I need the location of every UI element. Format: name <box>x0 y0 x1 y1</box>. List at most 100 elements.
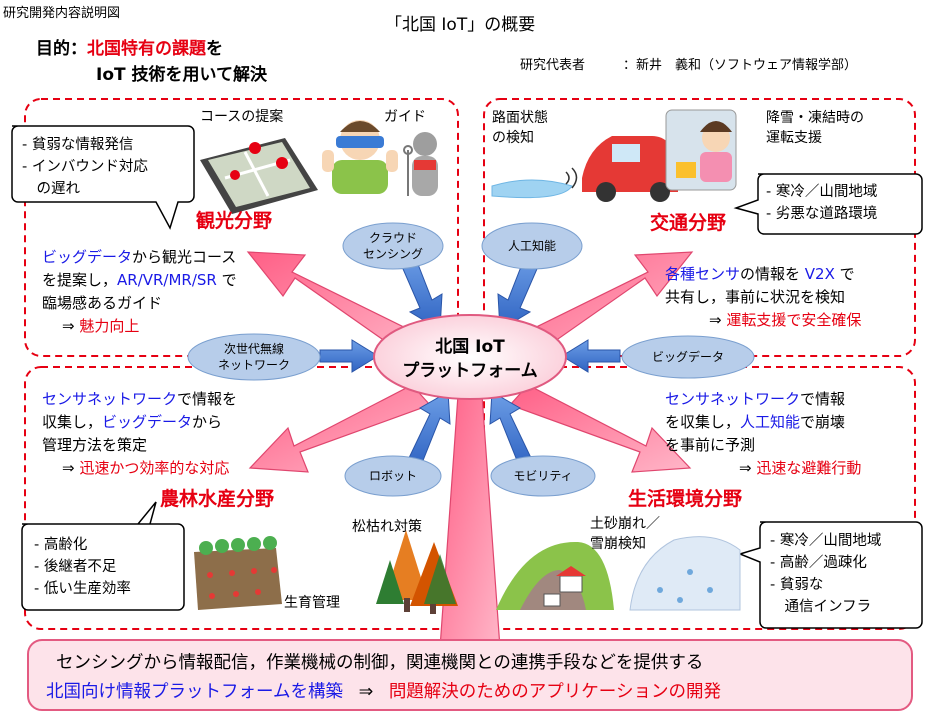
traffic-img-road-line-1: 路面状態 <box>492 110 548 126</box>
arrow-to-bottom <box>439 394 501 649</box>
living-result-arrow: ⇒ <box>739 459 752 477</box>
purpose-line-2: IoT 技術を用いて解決 <box>96 65 268 85</box>
living-img-landslide-label: 土砂崩れ／ 雪崩検知 <box>590 514 660 554</box>
speech-bubbles <box>11 125 923 629</box>
traffic-desc-2: 共有し，事前に状況を検知 <box>665 288 846 306</box>
tourism-result-arrow: ⇒ <box>62 317 75 335</box>
bottom-band <box>27 639 913 711</box>
living-issue-3: - 貧弱な <box>770 577 824 593</box>
bottom-line-2: 北国向け情報プラットフォームを構築 ⇒ 問題解決のためのアプリケーションの開発 <box>46 678 721 703</box>
traffic-img-road-line-2: の検知 <box>492 130 534 146</box>
tourism-desc-2b: で <box>216 271 237 289</box>
tourism-title: 観光分野 <box>196 210 273 232</box>
tourism-bubble <box>11 125 195 230</box>
platform-line-2: プラットフォーム <box>402 361 538 381</box>
tourism-desc-blue-1: ビッグデータ <box>42 248 133 266</box>
bottom-red: 問題解決のためのアプリケーションの開発 <box>388 682 721 702</box>
living-desc-blue-1: センサネットワーク <box>665 390 801 408</box>
purpose-rest: を <box>206 39 223 59</box>
traffic-issues: - 寒冷／山間地域 - 劣悪な道路環境 <box>766 181 877 225</box>
car-illustration <box>582 136 678 202</box>
tourism-issue-3: の遅れ <box>22 181 80 197</box>
input-ellipses <box>187 222 755 497</box>
wireless-ellipse <box>187 333 321 381</box>
platform-line-1: 北国 IoT <box>435 337 505 357</box>
representative-name: ：新井 義和（ソフトウェア情報学部） <box>623 58 858 73</box>
agriculture-issue-1: - 高齢化 <box>34 537 88 553</box>
tourism-desc-2a: を提案し， <box>42 271 118 289</box>
living-desc-3: を事前に予測 <box>665 436 756 454</box>
living-img-landslide-line-1: 土砂崩れ／ <box>590 516 660 532</box>
crowd-label-line-2: センシング <box>362 247 423 261</box>
living-result: 迅速な避難行動 <box>756 459 862 477</box>
platform-ellipse <box>373 314 567 400</box>
living-img-landslide-line-2: 雪崩検知 <box>590 536 646 552</box>
agriculture-img-growth-label: 生育管理 <box>284 595 340 611</box>
living-desc: センサネットワークで情報 を収集し，人工知能で崩壊 を事前に予測 ⇒ 迅速な避難… <box>665 388 861 480</box>
bottom-arrow: ⇒ <box>358 682 374 702</box>
tourism-issue-1: - 貧弱な情報発信 <box>22 137 134 153</box>
doc-label: 研究開発内容説明図 <box>3 6 121 21</box>
agriculture-desc-3: 管理方法を策定 <box>42 436 148 454</box>
ai-ellipse <box>481 222 583 270</box>
jizo-illustration <box>403 132 438 196</box>
tourism-issue-2: - インバウンド対応 <box>22 159 148 175</box>
driver-illustration <box>665 109 737 191</box>
agriculture-issue-2: - 後継者不足 <box>34 559 117 575</box>
traffic-img-support-line-2: 運転支援 <box>766 130 822 146</box>
traffic-title: 交通分野 <box>650 212 727 234</box>
tourism-img-course-label: コースの提案 <box>200 109 284 125</box>
wireless-label-line-2: ネットワーク <box>217 358 290 372</box>
vr-person-illustration <box>322 120 398 194</box>
robot-ellipse <box>344 455 442 497</box>
tourism-issues: - 貧弱な情報発信 - インバウンド対応 の遅れ <box>22 134 148 200</box>
agriculture-desc-rest-1: で情報を <box>177 390 238 408</box>
traffic-bubble <box>733 173 923 235</box>
avalanche-illustration <box>629 536 741 611</box>
tourism-img-guide-label: ガイド <box>384 109 426 125</box>
landslide-illustration <box>496 541 614 610</box>
traffic-img-support-line-1: 降雪・凍結時の <box>766 110 864 126</box>
living-issue-1: - 寒冷／山間地域 <box>770 533 882 549</box>
living-issues: - 寒冷／山間地域 - 高齢／過疎化 - 貧弱な 通信インフラ <box>770 530 881 618</box>
agriculture-result-arrow: ⇒ <box>62 459 75 477</box>
platform-label: 北国 IoT プラットフォーム <box>384 335 556 383</box>
agriculture-desc-2a: 収集し， <box>42 413 103 431</box>
bottom-line-1: センシングから情報配信，作業機械の制御，関連機関との連携手段などを提供する <box>56 653 704 673</box>
agriculture-desc-blue-2: ビッグデータ <box>102 413 193 431</box>
arrow-from-robot <box>407 391 451 469</box>
agriculture-img-pine-label: 松枯れ対策 <box>352 519 422 535</box>
agriculture-result: 迅速かつ効率的な対応 <box>79 459 230 477</box>
living-desc-rest-1: で情報 <box>800 390 846 408</box>
bigdata-label: ビッグデータ <box>651 350 724 364</box>
living-title: 生活環境分野 <box>628 488 743 510</box>
tourism-desc-rest-1: から観光コース <box>132 248 237 266</box>
purpose-highlight: 北国特有の課題 <box>87 39 206 59</box>
tourism-desc-blue-2: AR/VR/MR/SR <box>117 271 217 289</box>
phone-map-illustration <box>200 138 318 214</box>
agriculture-issues: - 高齢化 - 後継者不足 - 低い生産効率 <box>34 534 131 600</box>
agriculture-desc-blue-1: センサネットワーク <box>42 390 178 408</box>
output-arrows <box>246 251 694 649</box>
living-issue-4: 通信インフラ <box>770 599 872 615</box>
arrow-from-bigdata <box>561 339 621 373</box>
bigdata-ellipse <box>621 335 755 379</box>
page-title: 「北国 IoT」の概要 <box>385 15 536 35</box>
pine-trees-illustration <box>376 530 458 614</box>
living-desc-2b: で崩壊 <box>800 413 846 431</box>
traffic-desc-rest-1: の情報を <box>740 265 805 283</box>
traffic-result: 運転支援で安全確保 <box>726 311 862 329</box>
agriculture-title: 農林水産分野 <box>160 488 275 510</box>
traffic-desc-blue-1: 各種センサ <box>665 265 741 283</box>
ai-label: 人工知能 <box>507 239 556 253</box>
mobility-label: モビリティ <box>513 469 573 483</box>
traffic-issue-1: - 寒冷／山間地域 <box>766 184 878 200</box>
agriculture-bubble <box>21 501 185 611</box>
agriculture-desc: センサネットワークで情報を 収集し，ビッグデータから 管理方法を策定 ⇒ 迅速か… <box>42 388 237 480</box>
living-issue-2: - 高齢／過疎化 <box>770 555 867 571</box>
tourism-desc: ビッグデータから観光コース を提案し，AR/VR/MR/SR で 臨場感あるガイ… <box>42 246 237 338</box>
traffic-desc: 各種センサの情報を V2X で 共有し，事前に状況を検知 ⇒ 運転支援で安全確保 <box>665 263 861 332</box>
crowd-ellipse <box>342 222 444 270</box>
traffic-issue-2: - 劣悪な道路環境 <box>766 206 878 222</box>
farm-illustration <box>194 536 282 610</box>
